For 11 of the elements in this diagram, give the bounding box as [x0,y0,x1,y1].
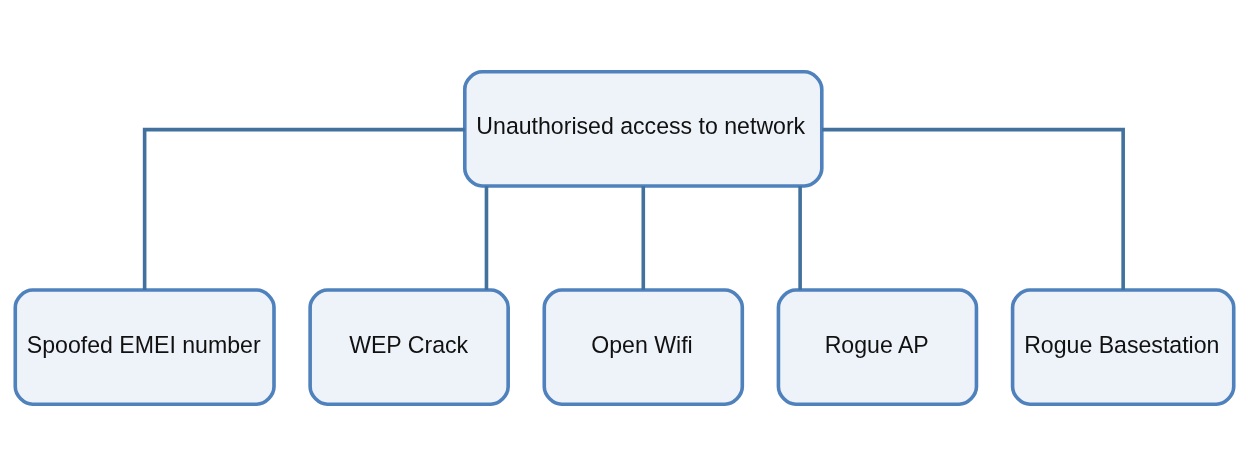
node-box: Open Wifi [542,288,745,407]
node-box: Unauthorised access to network [463,69,824,188]
connector [484,186,489,290]
node-box: Rogue Basestation [1010,288,1236,407]
connector [798,186,802,290]
connector [821,127,1125,290]
node-box: Spoofed EMEI number [13,288,276,407]
connector [142,127,465,290]
connector [641,186,646,290]
node-box: Rogue AP [776,288,979,407]
node-box: WEP Crack [308,288,510,407]
